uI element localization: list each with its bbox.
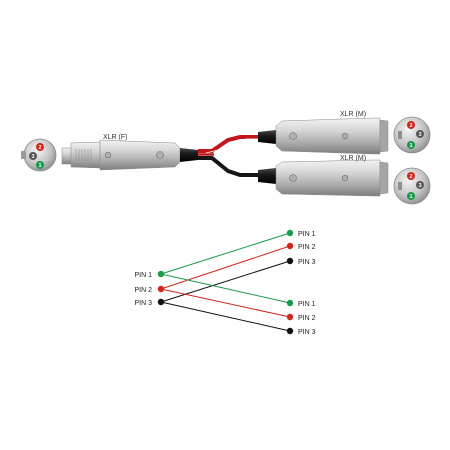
male-xlr-connector-bottom	[258, 159, 389, 197]
face-pin2-number: 2	[38, 145, 41, 151]
left-pin1-label: PIN 1	[134, 272, 152, 279]
left-pin2-node	[157, 285, 165, 293]
face-pin1-dot	[36, 161, 44, 169]
wire-pin3-to-bottom	[160, 301, 291, 332]
left-pin3-label: PIN 3	[134, 300, 152, 307]
male-bottom-connector-label: XLR (M)	[340, 155, 366, 162]
bottom-pin3-label: PIN 3	[298, 329, 316, 336]
top-face-pin2-number: 2	[409, 123, 412, 129]
bottom-face-pin1-dot	[407, 192, 415, 200]
bottom-face-pin2-number: 2	[409, 174, 412, 180]
top-face-pin2-dot	[407, 121, 415, 129]
bottom-face-pin3-number: 3	[418, 183, 421, 189]
face-pin1-number: 1	[38, 163, 41, 169]
y-cable	[198, 135, 258, 177]
male-xlr-face-top-icon: 2 3 1	[393, 116, 431, 154]
bottom-pin2-node	[286, 313, 294, 321]
left-pin1-node	[157, 270, 165, 278]
top-face-pin3-dot	[416, 130, 424, 138]
wire-pin2-to-bottom	[160, 288, 291, 318]
female-xlr-connector	[61, 139, 198, 171]
wire-pin2-to-top	[160, 245, 291, 290]
bottom-pin1-label: PIN 1	[298, 301, 316, 308]
top-face-pin3-number: 3	[418, 132, 421, 138]
bottom-pin2-label: PIN 2	[298, 315, 316, 322]
bottom-face-pin1-number: 1	[409, 194, 412, 200]
top-pin1-node	[286, 229, 294, 237]
wiring-diagram: PIN 1 PIN 2 PIN 3 PIN 1 PIN 2 PIN 3 PIN …	[134, 229, 316, 336]
left-pin2-label: PIN 2	[134, 287, 152, 294]
face-pin3-number: 3	[31, 154, 34, 160]
male-top-connector-label: XLR (M)	[340, 111, 366, 118]
left-pin3-node	[157, 298, 165, 306]
bottom-face-pin2-dot	[407, 172, 415, 180]
top-pin1-label: PIN 1	[298, 231, 316, 238]
face-pin3-dot	[29, 152, 37, 160]
face-pin2-dot	[36, 143, 44, 151]
top-face-pin1-dot	[407, 141, 415, 149]
female-connector-label: XLR (F)	[103, 134, 128, 141]
wire-pin1-to-top	[160, 232, 291, 275]
wire-pin3-to-top	[160, 260, 291, 303]
bottom-pin1-node	[286, 299, 294, 307]
male-xlr-connector-top	[258, 117, 389, 155]
top-pin2-node	[286, 242, 294, 250]
top-face-pin1-number: 1	[409, 143, 412, 149]
bottom-face-pin3-dot	[416, 181, 424, 189]
top-pin2-label: PIN 2	[298, 244, 316, 251]
top-pin3-label: PIN 3	[298, 259, 316, 266]
bottom-pin3-node	[286, 327, 294, 335]
male-xlr-face-bottom-icon: 2 3 1	[393, 167, 431, 205]
wire-pin1-to-bottom	[160, 273, 291, 304]
top-pin3-node	[286, 257, 294, 265]
female-xlr-face-icon: 2 3 1	[21, 138, 57, 172]
